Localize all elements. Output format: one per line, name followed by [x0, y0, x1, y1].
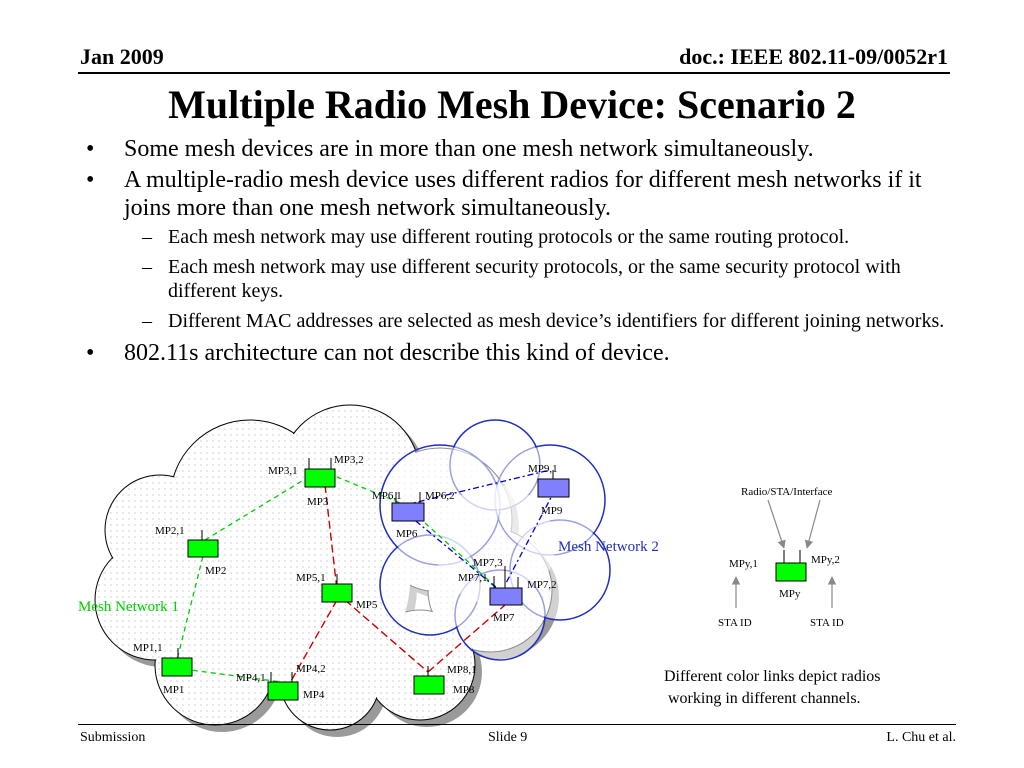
label-mp1-1: MP1,1	[133, 642, 163, 654]
bullet-text: Some mesh devices are in more than one m…	[124, 136, 814, 162]
footer-submission: Submission	[80, 730, 146, 745]
label-mp7-1: MP7,1	[458, 572, 488, 584]
node-mp7	[489, 566, 523, 606]
label-mp5-1: MP5,1	[296, 572, 326, 584]
sub-bullet-text: Each mesh network may use different rout…	[168, 226, 850, 248]
label-mp3: MP3	[307, 496, 329, 508]
legend-device	[731, 499, 837, 608]
node-mp6	[391, 492, 425, 522]
label-mp6-1: MP6,1	[372, 490, 402, 502]
label-mp4: MP4	[303, 689, 325, 701]
label-mp8-1: MP8,1	[447, 664, 477, 676]
bridge-links	[286, 484, 506, 689]
node-mp4	[267, 672, 299, 701]
label-mp9: MP9	[541, 505, 563, 517]
label-mp3-2: MP3,2	[334, 454, 364, 466]
label-mp2: MP2	[205, 565, 226, 577]
legend-radio-label: Radio/STA/Interface	[741, 486, 832, 498]
label-mp8: MP8	[453, 684, 475, 696]
legend-mpy: MPy	[779, 588, 801, 600]
label-mp5: MP5	[356, 599, 378, 611]
label-mp6: MP6	[396, 528, 418, 540]
header-doc-id: doc.: IEEE 802.11-09/0052r1	[679, 44, 948, 69]
color-note-line: Different color links depict radios	[664, 668, 881, 685]
sub-bullet-item: –Each mesh network may use different sec…	[84, 255, 964, 303]
footer-authors: L. Chu et al.	[886, 730, 956, 745]
label-mp2-1: MP2,1	[155, 525, 185, 537]
node-mp5	[321, 574, 353, 603]
node-mp8	[413, 666, 445, 695]
node-mp9	[537, 470, 570, 498]
label-mp3-1: MP3,1	[268, 465, 298, 477]
bullet-item: • A multiple-radio mesh device uses diffe…	[84, 166, 964, 222]
bullet-item: • 802.11s architecture can not describe t…	[84, 339, 964, 367]
label-mp9-1: MP9,1	[528, 463, 558, 475]
node-mp1	[161, 648, 193, 677]
bullet-text: 802.11s architecture can not describe th…	[124, 340, 670, 366]
network2-label: Mesh Network 2	[558, 539, 659, 555]
label-mp4-1: MP4,1	[236, 672, 266, 684]
slide-title: Multiple Radio Mesh Device: Scenario 2	[168, 82, 856, 127]
header-date: Jan 2009	[80, 44, 164, 69]
label-mp1: MP1	[163, 684, 184, 696]
header-divider	[78, 72, 950, 74]
network2-links	[404, 469, 556, 596]
sub-bullet-item: –Each mesh network may use different rou…	[84, 225, 964, 249]
color-note-line: working in different channels.	[668, 690, 861, 707]
sub-bullet-text: Each mesh network may use different secu…	[168, 256, 901, 302]
bullet-item: • Some mesh devices are in more than one …	[84, 135, 964, 163]
dash-icon: –	[142, 226, 152, 248]
sub-bullet-text: Different MAC addresses are selected as …	[168, 310, 945, 332]
footer-divider	[78, 724, 956, 725]
bullet-text: A multiple-radio mesh device uses differ…	[124, 167, 922, 221]
color-note: Different color links depict radios work…	[664, 666, 881, 710]
bullet-dot-icon: •	[86, 340, 95, 366]
label-mp7-2: MP7,2	[527, 579, 557, 591]
network1-label: Mesh Network 1	[78, 599, 179, 615]
legend-mpy-2: MPy,2	[811, 554, 840, 566]
bullet-dot-icon: •	[86, 136, 95, 162]
label-mp7-3: MP7,3	[473, 557, 503, 569]
legend-sta-id-right: STA ID	[810, 617, 844, 629]
footer-slide-number: Slide 9	[488, 730, 528, 745]
legend-mpy-1: MPy,1	[729, 558, 758, 570]
legend-sta-id-left: STA ID	[718, 617, 752, 629]
network2-cloud-fill	[381, 421, 609, 659]
bullet-list: • Some mesh devices are in more than one …	[84, 135, 964, 370]
sub-bullet-item: –Different MAC addresses are selected as…	[84, 309, 964, 333]
dash-icon: –	[142, 256, 152, 278]
label-mp4-2: MP4,2	[296, 663, 326, 675]
bullet-dot-icon: •	[86, 167, 95, 193]
dash-icon: –	[142, 310, 152, 332]
node-mp3	[304, 458, 336, 488]
node-mp2	[187, 530, 219, 558]
label-mp7: MP7	[493, 612, 515, 624]
label-mp6-2: MP6,2	[425, 490, 455, 502]
